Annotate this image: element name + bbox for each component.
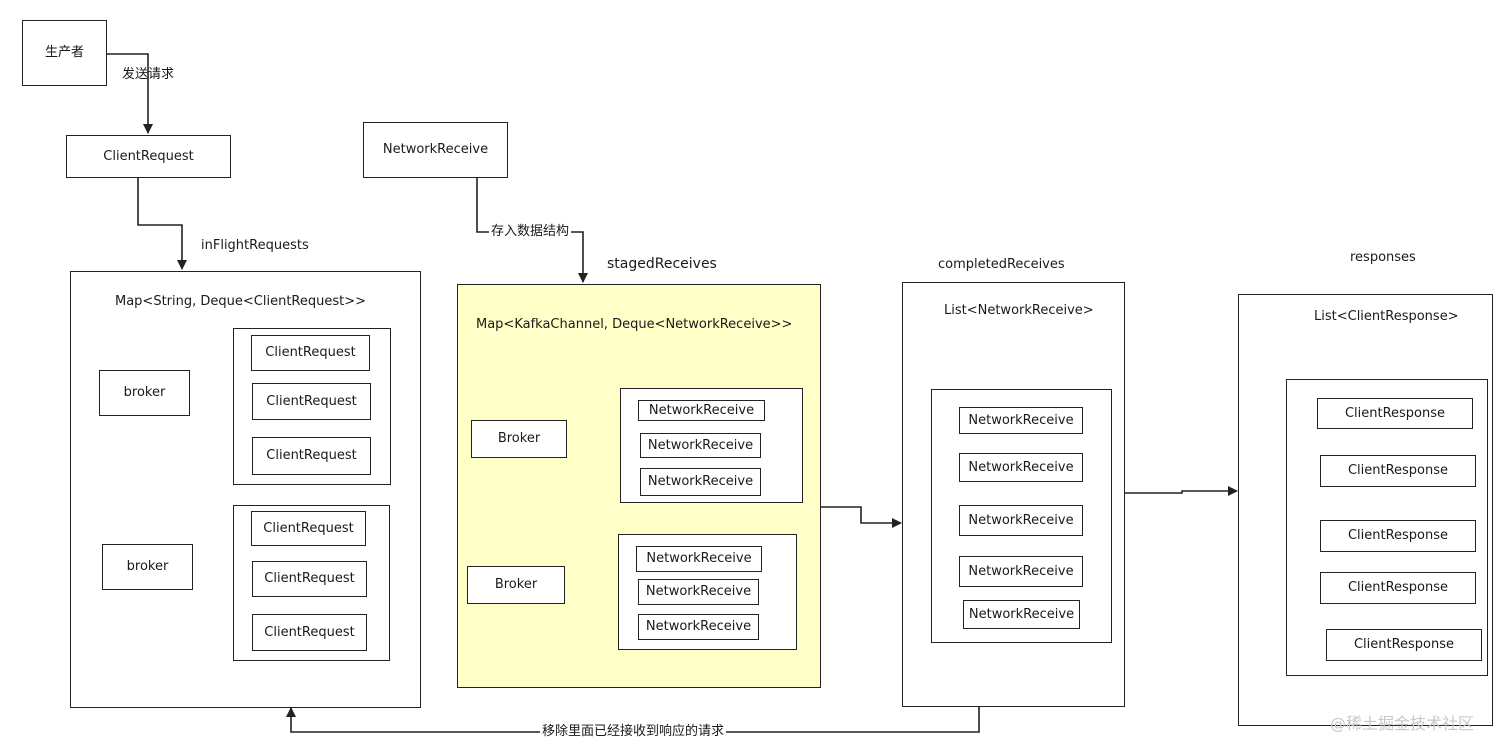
completed-network-receive: NetworkReceive	[959, 556, 1083, 587]
staged-broker-key: Broker	[471, 420, 567, 458]
inflight-type-label: Map<String, Deque<ClientRequest>>	[115, 294, 367, 309]
responses-label: responses	[1350, 250, 1416, 265]
client-response: ClientResponse	[1320, 572, 1476, 604]
completed-network-receive-text: NetworkReceive	[968, 606, 1075, 622]
staged-network-receive: NetworkReceive	[640, 468, 761, 496]
staged-network-receive: NetworkReceive	[640, 433, 761, 458]
clientrequest-to-inflight-arrow	[137, 178, 187, 270]
completed-network-receive: NetworkReceive	[959, 505, 1083, 536]
producer-to-clientrequest-arrow	[107, 53, 153, 134]
inflight-broker-key: broker	[99, 370, 190, 416]
completed-receives-label: completedReceives	[938, 257, 1065, 272]
network-receive-node: NetworkReceive	[363, 122, 508, 178]
completed-network-receive: NetworkReceive	[963, 600, 1080, 629]
send-request-label: 发送请求	[122, 67, 175, 82]
staged-network-receive: NetworkReceive	[636, 546, 762, 572]
completed-network-receive: NetworkReceive	[959, 453, 1083, 482]
inflight-client-request: ClientRequest	[251, 511, 366, 546]
completed-type-label: List<NetworkReceive>	[944, 303, 1094, 318]
completed-to-responses-arrow	[1125, 486, 1238, 496]
staged-type-label: Map<KafkaChannel, Deque<NetworkReceive>>	[476, 317, 793, 332]
inflight-client-request: ClientRequest	[252, 614, 367, 651]
inflight-client-request: ClientRequest	[252, 561, 367, 597]
watermark: @稀土掘金技术社区	[1330, 714, 1475, 733]
producer-node: 生产者	[22, 20, 107, 86]
responses-type-label: List<ClientResponse>	[1314, 309, 1459, 324]
inflight-client-request: ClientRequest	[252, 437, 371, 475]
remove-completed-label: 移除里面已经接收到响应的请求	[540, 724, 727, 740]
client-response: ClientResponse	[1326, 629, 1482, 661]
completed-network-receive: NetworkReceive	[959, 407, 1083, 434]
staged-network-receive: NetworkReceive	[638, 400, 765, 421]
staged-to-completed-arrow	[820, 506, 902, 528]
inflight-requests-label: inFlightRequests	[201, 238, 309, 253]
client-request-node: ClientRequest	[66, 135, 231, 178]
inflight-client-request: ClientRequest	[252, 383, 371, 420]
staged-broker-key: Broker	[467, 566, 565, 604]
inflight-broker-key: broker	[102, 544, 193, 590]
store-data-structure-label: 存入数据结构	[489, 224, 572, 240]
inflight-client-request: ClientRequest	[251, 335, 370, 371]
staged-network-receive: NetworkReceive	[638, 579, 759, 605]
client-response: ClientResponse	[1317, 398, 1473, 429]
staged-receives-label: stagedReceives	[607, 256, 717, 272]
staged-network-receive: NetworkReceive	[638, 614, 759, 640]
client-response: ClientResponse	[1320, 520, 1476, 552]
client-response: ClientResponse	[1320, 455, 1476, 487]
